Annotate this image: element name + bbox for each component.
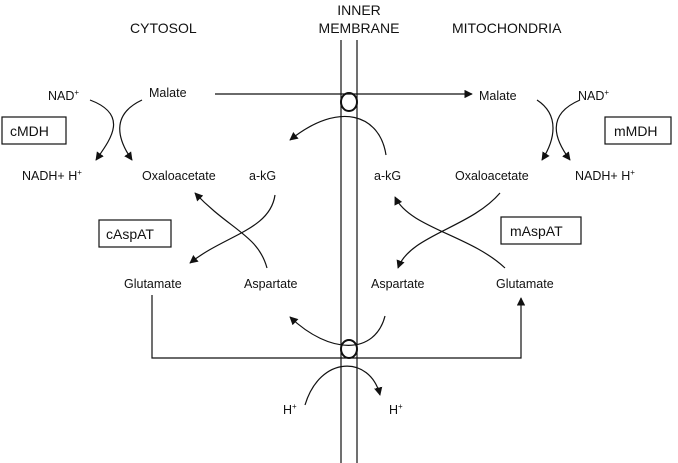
akg-transport-arrow	[289, 115, 387, 156]
cytosol-oxaloacetate-label: Oxaloacetate	[142, 169, 216, 183]
mmdh-enzyme-box: mMDH	[604, 116, 672, 145]
mito-oxaloacetate-label: Oxaloacetate	[455, 169, 529, 183]
caspat-akg-arrow	[189, 194, 276, 264]
glutamate-transport-arrow	[151, 295, 526, 359]
proton-mito-label: H+	[389, 402, 403, 417]
mito-nadh-label: NADH+ H+	[575, 168, 635, 183]
cytosol-nad-label: NAD+	[48, 88, 79, 103]
cmdh-label: cMDH	[10, 123, 49, 139]
cytosol-aspartate-label: Aspartate	[244, 277, 298, 291]
glutamate-aspartate-transporter	[340, 339, 358, 359]
header-mitochondria: MITOCHONDRIA	[452, 20, 562, 36]
cmdh-enzyme-box: cMDH	[1, 116, 67, 145]
caspat-label: cAspAT	[106, 226, 154, 242]
caspat-oxaloacetate-arrow	[194, 192, 268, 269]
cytosol-malate-label: Malate	[149, 86, 187, 100]
maspat-label: mAspAT	[510, 223, 563, 239]
header-inner-membrane-line2: MEMBRANE	[319, 20, 400, 36]
maspat-akg-arrow	[394, 196, 506, 269]
aspartate-transport-arrow	[289, 315, 386, 346]
proton-cytosol-label: H+	[283, 402, 297, 417]
mmdh-malate-arrow	[536, 99, 554, 161]
cytosol-glutamate-label: Glutamate	[124, 277, 182, 291]
mmdh-label: mMDH	[614, 123, 658, 139]
mito-nad-label: NAD+	[578, 88, 609, 103]
mmdh-nad-arrow	[555, 99, 581, 161]
mito-akg-label: a-kG	[374, 169, 401, 183]
malate-akg-transporter	[340, 92, 358, 112]
proton-transport-arrow	[304, 365, 383, 406]
maspat-oxaloacetate-arrow	[396, 192, 501, 269]
caspat-enzyme-box: cAspAT	[98, 219, 172, 248]
cytosol-akg-label: a-kG	[249, 169, 276, 183]
cmdh-malate-arrow	[119, 99, 143, 161]
cytosol-nadh-label: NADH+ H+	[22, 168, 82, 183]
maspat-enzyme-box: mAspAT	[500, 216, 582, 245]
header-inner-membrane-line1: INNER	[337, 2, 381, 18]
mito-aspartate-label: Aspartate	[371, 277, 425, 291]
header-cytosol: CYTOSOL	[130, 20, 197, 36]
mito-glutamate-label: Glutamate	[496, 277, 554, 291]
mito-malate-label: Malate	[479, 89, 517, 103]
cmdh-nad-arrow	[89, 99, 115, 161]
